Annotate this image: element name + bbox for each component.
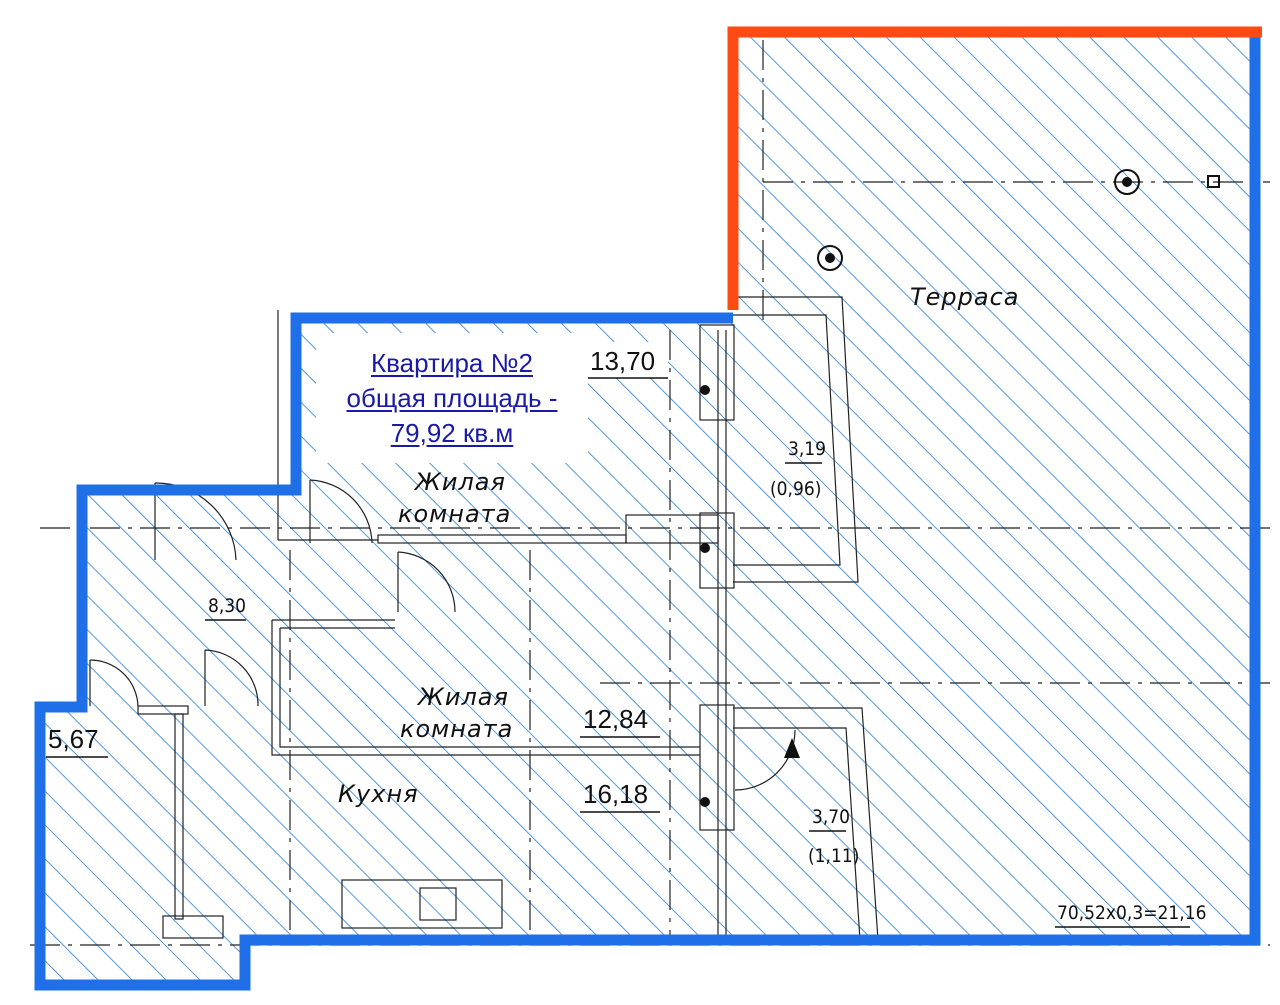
living1-label-line2: комната: [398, 500, 511, 528]
living2-label-line1: Жилая: [416, 683, 509, 711]
apartment-area-label: общая площадь -: [346, 382, 558, 413]
outlet-icon: [700, 385, 710, 807]
terrace-edge: [727, 26, 1262, 310]
living1-label-line1: Жилая: [413, 468, 506, 496]
apartment-area-value: 79,92 кв.м: [390, 417, 514, 448]
apartment-area: [40, 32, 1255, 985]
living2-label-line2: комната: [400, 715, 513, 743]
apartment-title: Квартира №2: [371, 347, 533, 378]
socket-icon: [1207, 175, 1220, 188]
terrace-label: Терраса: [910, 283, 1020, 311]
drafting-lines: [30, 40, 1270, 946]
area-balcony2-reduced: (1,11): [808, 845, 859, 867]
area-balcony2: 3,70: [812, 806, 850, 828]
arrow-up-icon: [784, 738, 800, 758]
apartment-outline: [34, 32, 1261, 991]
area-living1: 13,70: [590, 346, 655, 376]
drain-icon: [817, 169, 1140, 271]
area-hall: 8,30: [208, 595, 246, 617]
area-values: 13,70 8,30 5,67 12,84 16,18 3,19 (0,96) …: [46, 342, 1206, 928]
terrace-area-formula: 70,52x0,3=21,16: [1057, 902, 1206, 924]
apartment-info-box: Квартира №2 общая площадь - 79,92 кв.м: [316, 333, 588, 463]
kitchen-label: Кухня: [338, 780, 419, 808]
area-bath: 5,67: [48, 724, 99, 754]
area-living2: 12,84: [583, 704, 648, 734]
area-kitchen: 16,18: [583, 779, 648, 809]
area-balcony1: 3,19: [788, 438, 826, 460]
area-balcony1-reduced: (0,96): [770, 478, 821, 500]
